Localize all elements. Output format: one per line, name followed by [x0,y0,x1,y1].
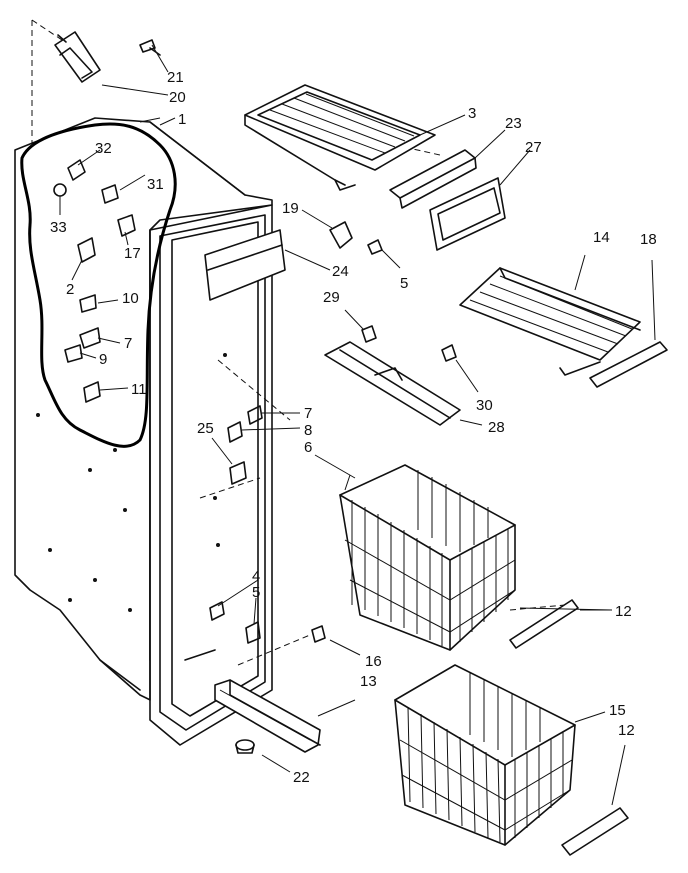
callout-4: 4 [252,568,260,585]
screw-part-30 [441,344,479,393]
callout-3: 3 [468,105,476,122]
callout-labels: 21 20 1 3 23 27 32 31 33 17 2 10 7 9 11 … [50,69,657,786]
callout-28: 28 [488,419,505,436]
callout-5-lower: 5 [252,584,260,601]
plug-part-22 [235,739,291,773]
callout-27: 27 [525,139,542,156]
callout-32: 32 [95,140,112,157]
callout-16: 16 [365,653,382,670]
callout-20: 20 [169,89,186,106]
trim-part-12-lower [561,744,629,856]
callout-6: 6 [304,439,312,456]
callout-13: 13 [360,673,377,690]
callout-10: 10 [122,290,139,307]
callout-17: 17 [124,245,141,262]
small-parts-center [209,405,301,644]
screw-part-16 [311,625,361,656]
trim-part-18 [589,259,668,388]
mounting-holes [36,353,227,612]
callout-8: 8 [304,422,312,439]
leader-lines-misc [101,44,613,611]
callout-14: 14 [593,229,610,246]
callout-29: 29 [323,289,340,306]
callout-18: 18 [640,231,657,248]
leader-6 [314,454,356,479]
callout-7-center: 7 [304,405,312,422]
callout-33: 33 [50,219,67,236]
alignment-lines [31,19,566,666]
cover-part-24 [204,229,286,301]
handle-part-20 [54,31,101,83]
callout-2: 2 [66,281,74,298]
callout-12-upper: 12 [615,603,632,620]
callout-22: 22 [293,769,310,786]
base-trim-part-13 [214,679,356,753]
callout-7-left: 7 [124,335,132,352]
small-parts-left [53,117,161,403]
callout-12-lower: 12 [618,722,635,739]
callout-9: 9 [99,351,107,368]
callout-30: 30 [476,397,493,414]
trim-part-12-upper [509,599,610,649]
bracket-part-28 [324,341,461,426]
callout-11: 11 [131,381,147,398]
clip-part-19 [301,209,353,249]
callout-15: 15 [609,702,626,719]
wire-shelf-part-14 [459,254,641,376]
callout-21: 21 [167,69,184,86]
wire-basket-part-15 [394,664,576,846]
screw-part-5-upper [367,239,401,269]
screw-part-21 [139,39,161,56]
callout-31: 31 [147,176,164,193]
callout-19: 19 [282,200,299,217]
rail-part-27 [429,177,506,251]
callout-25: 25 [197,420,214,437]
wire-basket-part-6 [339,464,516,651]
callout-23: 23 [505,115,522,132]
leader-15 [574,711,606,723]
screw-part-29 [344,309,377,343]
leader-28 [459,419,483,426]
cabinet-liner [14,117,273,746]
callout-5-upper: 5 [400,275,408,292]
wire-shelf-part-3 [244,84,436,191]
callout-24: 24 [332,263,349,280]
callout-1: 1 [178,111,186,128]
